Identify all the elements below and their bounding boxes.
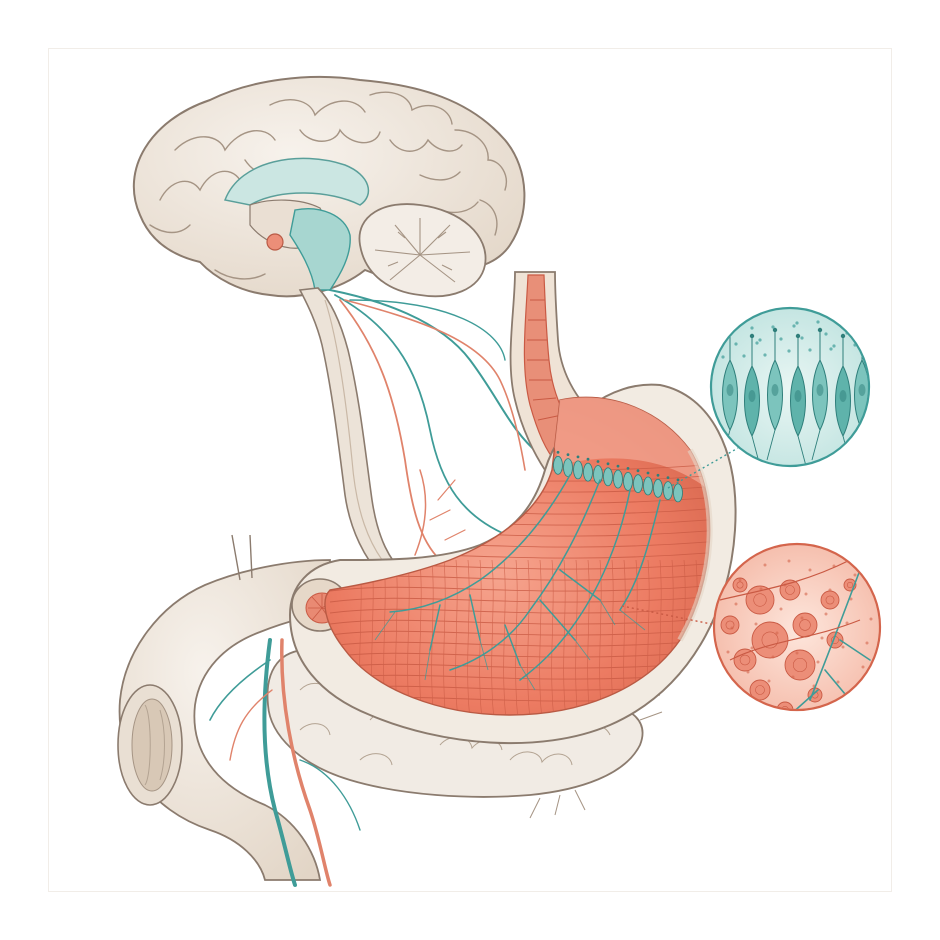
image-border xyxy=(48,48,892,892)
vagus-nerves xyxy=(329,289,541,561)
lower-vessels xyxy=(209,638,361,887)
hypothalamus-node xyxy=(266,233,284,251)
duodenum xyxy=(117,534,331,881)
cerebellum xyxy=(358,203,487,298)
stomach xyxy=(288,383,737,745)
spinal-cord xyxy=(298,287,407,581)
gastric-gland-inset xyxy=(621,542,882,712)
